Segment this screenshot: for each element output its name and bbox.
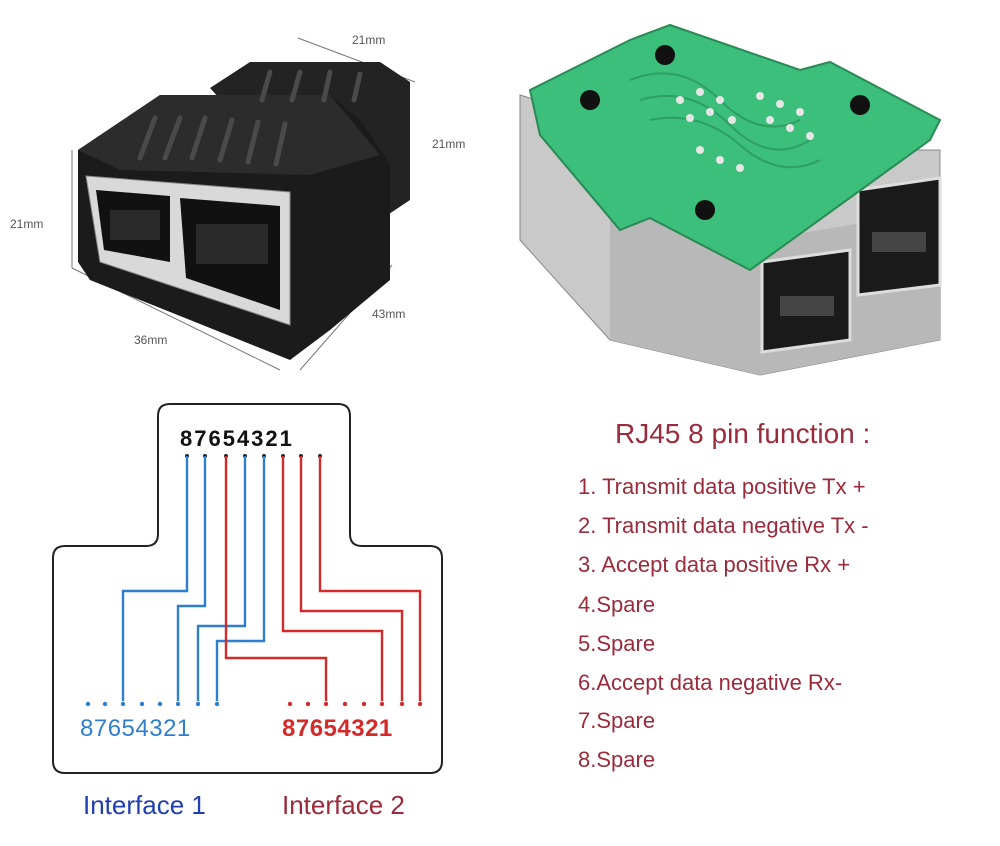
dim-front-height: 21mm: [10, 217, 43, 231]
interface1-wires: [121, 456, 266, 701]
wire-red-3: [281, 456, 384, 701]
interface2-pin-labels: 87654321: [282, 715, 393, 742]
pin-function-title: RJ45 8 pin function :: [615, 418, 871, 449]
splitter-exterior-illustration: 21mm 21mm 21mm 36mm 43mm: [10, 33, 465, 371]
wire-red-2: [299, 456, 404, 701]
wiring-diagram: 87654321: [52, 403, 443, 820]
pin-function-item: 3. Accept data positive Rx +: [578, 552, 851, 577]
dim-depth: 43mm: [372, 307, 405, 321]
pin-function-item: 4.Spare: [578, 592, 656, 617]
wire-blue-2: [176, 456, 207, 701]
pin-function-item: 1. Transmit data positive Tx +: [578, 474, 866, 499]
pin-function-item: 5.Spare: [578, 631, 656, 656]
splitter-outline: [52, 403, 443, 774]
wire-red-1: [318, 456, 422, 701]
wire-blue-4: [215, 456, 266, 701]
interface1-label: Interface 1: [83, 790, 206, 820]
dim-front-width: 36mm: [134, 333, 167, 347]
pin-function-item: 7.Spare: [578, 708, 656, 733]
wire-red-4: [224, 456, 328, 701]
pin-function-item: 2. Transmit data negative Tx -: [578, 513, 869, 538]
interface2-label: Interface 2: [282, 790, 405, 820]
dim-top-height: 21mm: [432, 137, 465, 151]
pin-function-item: 6.Accept data negative Rx-: [578, 670, 843, 695]
wire-blue-1: [121, 456, 189, 701]
interface1-pin-labels: 87654321: [80, 715, 191, 742]
pin-function-item: 8.Spare: [578, 747, 656, 772]
top-pin-labels: 87654321: [180, 426, 294, 451]
wire-blue-3: [196, 456, 247, 701]
interface2-wires: [224, 456, 422, 701]
dim-top-width: 21mm: [352, 33, 385, 47]
splitter-pcb-illustration: [519, 23, 942, 376]
